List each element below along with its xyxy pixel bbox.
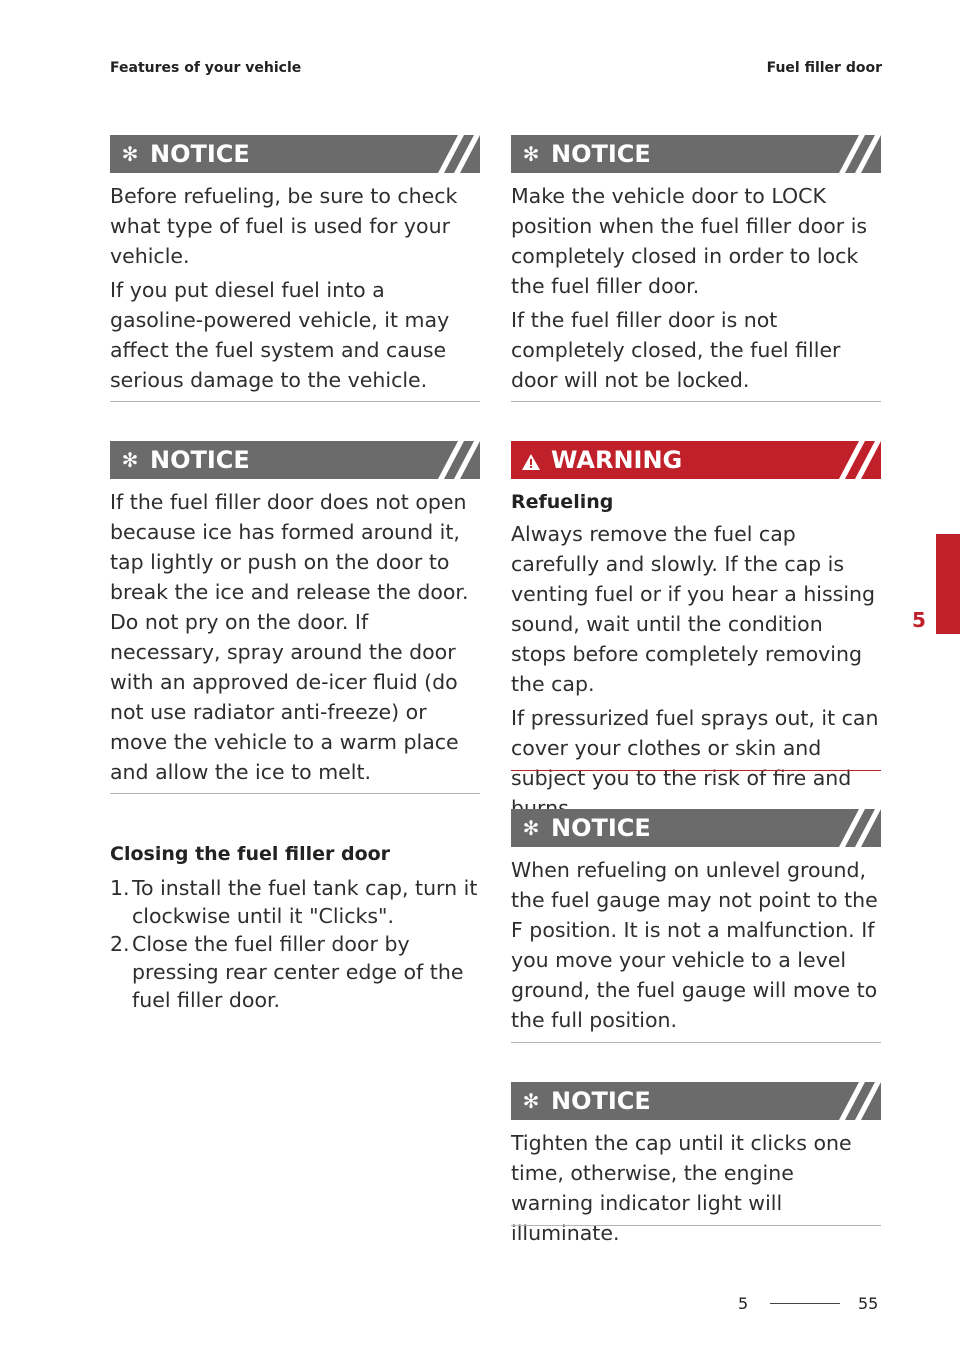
step-number: 1. [110,876,130,900]
notice-label: NOTICE [150,140,250,168]
notice-label: NOTICE [551,1087,651,1115]
footer-page-number: 55 [858,1294,879,1313]
asterisk-icon: ✻ [121,142,139,166]
slash-stripes-icon [825,1082,881,1120]
right-notice-3: ✻ NOTICE Tighten the cap until it clicks… [511,1082,881,1248]
divider [511,401,881,402]
slash-stripes-icon [825,441,881,479]
divider [110,793,480,794]
asterisk-icon: ✻ [522,816,540,840]
steps-list: 1. To install the fuel tank cap, turn it… [110,874,480,1014]
notice-paragraph: Before refueling, be sure to check what … [110,184,458,268]
notice-paragraph: When refueling on unlevel ground, the fu… [511,858,878,1032]
divider [511,1225,881,1226]
notice-label: NOTICE [150,446,250,474]
notice-label: NOTICE [551,814,651,842]
slash-stripes-icon [825,809,881,847]
notice-paragraph: If you put diesel fuel into a gasoline-p… [110,278,450,392]
notice-paragraph: Tighten the cap until it clicks one time… [511,1131,852,1245]
left-notice-2: ✻ NOTICE If the fuel filler door does no… [110,441,480,787]
slash-stripes-icon [825,135,881,173]
slash-stripes-icon [424,135,480,173]
section-title: Closing the fuel filler door [110,843,391,865]
step-text: Close the fuel filler door by pressing r… [132,932,464,1012]
warning-label: WARNING [551,446,683,474]
closing-section: Closing the fuel filler door 1. To insta… [110,840,480,1014]
warning-divider [511,770,881,771]
notice-paragraph: Make the vehicle door to LOCK position w… [511,184,868,298]
footer-divider [770,1303,840,1304]
right-warning: WARNING Refueling Always remove the fuel… [511,441,881,823]
asterisk-icon: ✻ [522,142,540,166]
asterisk-icon: ✻ [121,448,139,472]
asterisk-icon: ✻ [522,1089,540,1113]
footer-section-number: 5 [738,1294,749,1313]
divider [110,401,480,402]
notice-paragraph: If the fuel filler door is not completel… [511,308,841,392]
notice-banner: ✻ NOTICE [110,135,480,173]
list-item: 2. Close the fuel filler door by pressin… [110,930,480,1014]
step-number: 2. [110,932,130,956]
notice-banner: ✻ NOTICE [511,1082,881,1120]
warning-paragraph: If pressurized fuel sprays out, it can c… [511,706,879,820]
divider [511,1042,881,1043]
notice-label: NOTICE [551,140,651,168]
notice-banner: ✻ NOTICE [110,441,480,479]
left-notice-1: ✻ NOTICE Before refueling, be sure to ch… [110,135,480,395]
step-text: To install the fuel tank cap, turn it cl… [132,876,478,928]
notice-banner: ✻ NOTICE [511,809,881,847]
chapter-tab-number: 5 [912,608,926,632]
warning-subhead: Refueling [511,491,614,513]
warning-paragraph: Always remove the fuel cap carefully and… [511,522,876,696]
notice-paragraph: If the fuel filler door does not open be… [110,490,469,784]
right-notice-2: ✻ NOTICE When refueling on unlevel groun… [511,809,881,1035]
list-item: 1. To install the fuel tank cap, turn it… [110,874,480,930]
right-notice-1: ✻ NOTICE Make the vehicle door to LOCK p… [511,135,881,395]
notice-banner: ✻ NOTICE [511,135,881,173]
running-header-left: Features of your vehicle [110,60,302,76]
warning-banner: WARNING [511,441,881,479]
chapter-tab [936,534,960,634]
warning-triangle-icon [511,448,551,472]
running-header-right: Fuel filler door [766,60,882,76]
slash-stripes-icon [424,441,480,479]
